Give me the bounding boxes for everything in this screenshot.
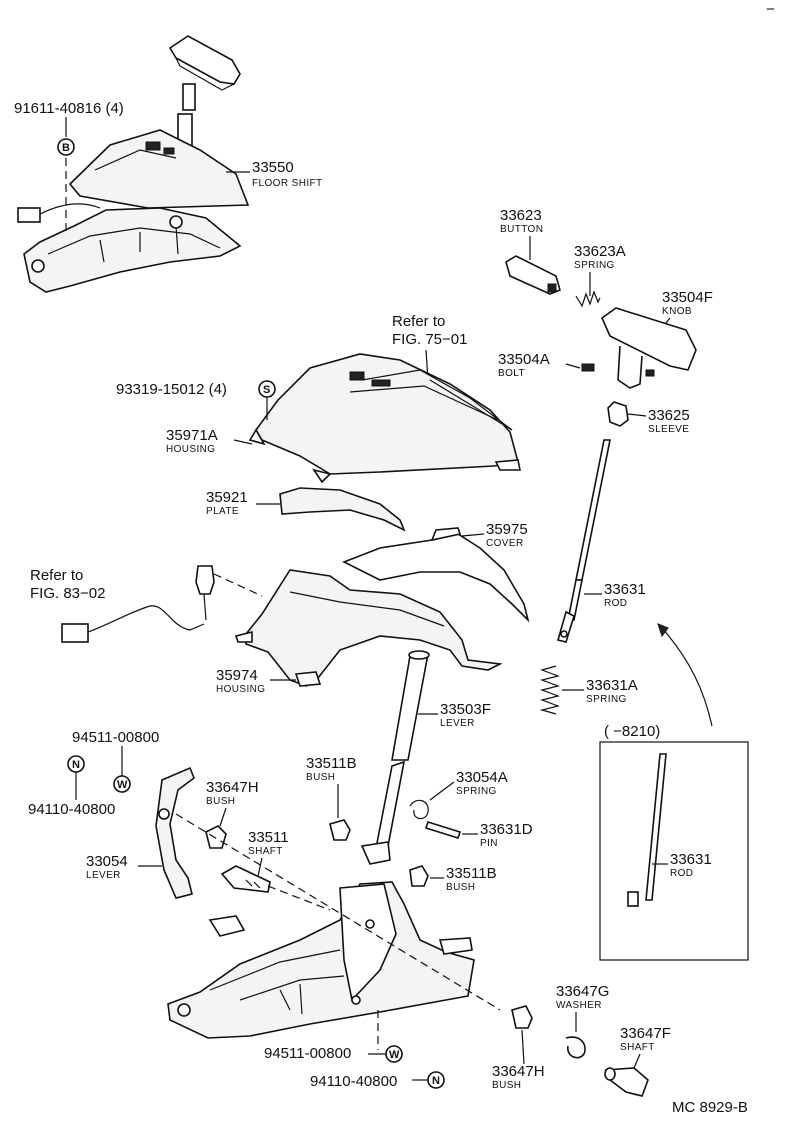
part-number-33054: 33054 <box>86 853 128 870</box>
figure-code: MC 8929-B <box>672 1099 748 1116</box>
marker-s: S <box>263 384 270 396</box>
shift-control-rod <box>360 760 429 865</box>
bush-left-part <box>329 819 351 841</box>
part-number-33550: 33550 <box>252 159 294 176</box>
part-desc-pin: PIN <box>480 838 498 849</box>
reference-line2-fig83: FIG. 83−02 <box>30 585 105 602</box>
rod-part <box>557 439 611 643</box>
part-desc-cover: COVER <box>486 538 524 549</box>
part-desc-rod: ROD <box>604 598 627 609</box>
part-number-93319-15012: 93319-15012 (4) <box>116 381 227 398</box>
marker-n-a: N <box>72 759 80 771</box>
part-number-33623: 33623 <box>500 207 542 224</box>
part-number-33631a: 33631A <box>586 677 638 694</box>
part-number-33631d: 33631D <box>480 821 533 838</box>
part-desc-spring-lever: SPRING <box>456 786 497 797</box>
marker-b: B <box>62 142 70 154</box>
part-number-33631-inset: 33631 <box>670 851 712 868</box>
part-number-94511-00800-a: 94511-00800 <box>72 729 159 746</box>
bush-lower-part <box>511 1005 533 1029</box>
part-desc-spring-rod: SPRING <box>586 694 627 705</box>
part-number-33647h-a: 33647H <box>206 779 259 796</box>
marker-w-b: W <box>389 1049 400 1061</box>
part-desc-bush-a: BUSH <box>206 796 235 807</box>
marker-w-a: W <box>117 779 128 791</box>
knob-part <box>601 307 697 371</box>
bush-right-part <box>409 865 429 887</box>
part-desc-lever-arm: LEVER <box>86 870 121 881</box>
shaft-end-part <box>604 1067 649 1097</box>
part-desc-spring-top: SPRING <box>574 260 615 271</box>
part-number-33625: 33625 <box>648 407 690 424</box>
part-number-33631: 33631 <box>604 581 646 598</box>
part-desc-bush-d: BUSH <box>492 1080 521 1091</box>
lower-housing-part <box>234 569 503 687</box>
part-number-33503f: 33503F <box>440 701 491 718</box>
part-number-91611-40816: 91611-40816 (4) <box>14 100 124 117</box>
part-desc-sleeve: SLEEVE <box>648 424 689 435</box>
inset-range-label: ( −8210) <box>604 723 660 740</box>
part-number-33504a: 33504A <box>498 351 550 368</box>
lever-tube-part <box>391 650 430 761</box>
part-desc-button: BUTTON <box>500 224 543 235</box>
part-number-33054a: 33054A <box>456 769 508 786</box>
part-number-33647h-b: 33647H <box>492 1063 545 1080</box>
corner-mark: − <box>766 1 775 18</box>
part-number-33647f: 33647F <box>620 1025 671 1042</box>
button-part <box>505 255 561 295</box>
part-desc-lever-tube: LEVER <box>440 718 475 729</box>
bush-upper-part <box>205 825 227 849</box>
part-number-94110-40800-b: 94110-40800 <box>310 1073 397 1090</box>
upper-housing-part <box>248 353 521 484</box>
part-number-33647g: 33647G <box>556 983 609 1000</box>
part-desc-floor-shift: FLOOR SHIFT <box>252 178 323 189</box>
reference-line1-fig75: Refer to <box>392 313 445 330</box>
part-desc-rod-inset: ROD <box>670 868 693 879</box>
part-number-33504f: 33504F <box>662 289 713 306</box>
neutral-switch <box>61 565 215 643</box>
part-desc-housing-lower: HOUSING <box>216 684 265 695</box>
part-desc-washer: WASHER <box>556 1000 602 1011</box>
part-desc-housing-upper: HOUSING <box>166 444 215 455</box>
floor-shift-assembly <box>17 35 250 293</box>
pin-part <box>424 821 462 839</box>
reference-line1-fig83: Refer to <box>30 567 83 584</box>
inset-box <box>599 741 749 961</box>
small-spring <box>575 290 601 308</box>
shaft-part <box>220 865 271 893</box>
part-desc-bush-c: BUSH <box>446 882 475 893</box>
part-desc-plate: PLATE <box>206 506 239 517</box>
part-desc-bolt: BOLT <box>498 368 525 379</box>
inset-rod <box>627 753 667 907</box>
rod-spring <box>539 665 561 715</box>
part-number-94511-00800-b: 94511-00800 <box>264 1045 351 1062</box>
part-desc-bush-b: BUSH <box>306 772 335 783</box>
part-number-35971a: 35971A <box>166 427 218 444</box>
part-desc-shaft: SHAFT <box>248 846 283 857</box>
part-desc-shaft-end: SHAFT <box>620 1042 655 1053</box>
lever-arm-part <box>155 766 195 899</box>
plate-part <box>279 487 406 532</box>
part-number-94110-40800-a: 94110-40800 <box>28 801 115 818</box>
shift-base-part <box>167 881 475 1039</box>
part-number-35974: 35974 <box>216 667 258 684</box>
part-number-35975: 35975 <box>486 521 528 538</box>
washer-part <box>565 1036 586 1059</box>
sleeve-part <box>607 401 629 427</box>
part-number-33511: 33511 <box>248 829 289 846</box>
part-number-33623a: 33623A <box>574 243 626 260</box>
part-number-35921: 35921 <box>206 489 248 506</box>
part-number-33511b-a: 33511B <box>306 755 357 772</box>
reference-line2-fig75: FIG. 75−01 <box>392 331 467 348</box>
part-number-33511b-b: 33511B <box>446 865 497 882</box>
marker-n-b: N <box>432 1075 440 1087</box>
part-desc-knob: KNOB <box>662 306 692 317</box>
cover-part <box>342 527 530 623</box>
